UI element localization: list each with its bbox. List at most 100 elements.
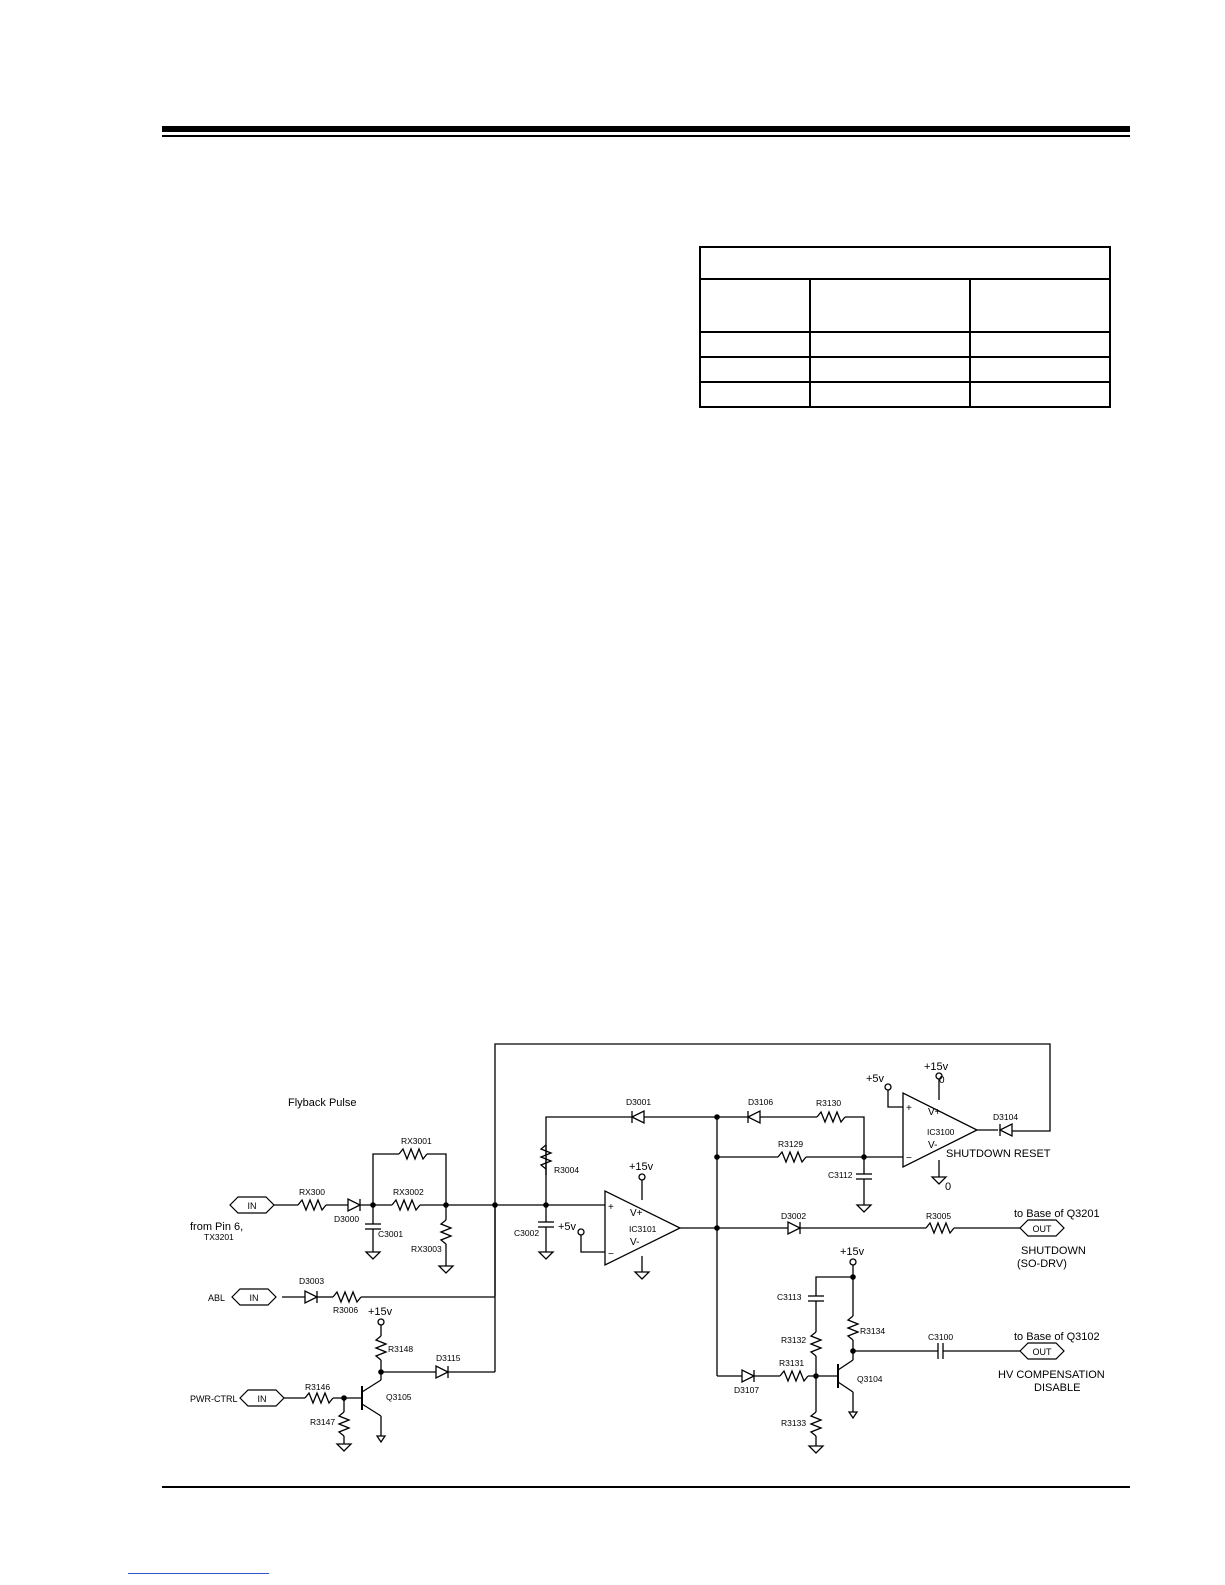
out-tag-label: OUT	[1033, 1224, 1053, 1234]
table-cell	[969, 381, 1111, 408]
in-tag-label: IN	[250, 1293, 259, 1303]
resistor-r3132	[809, 1331, 823, 1357]
diode-d3001	[630, 1109, 645, 1125]
diode-d3104	[998, 1122, 1013, 1138]
flyback-label: Flyback Pulse	[288, 1097, 356, 1109]
table-cell	[969, 278, 1111, 333]
diode-d3002	[787, 1220, 802, 1236]
ref-d3115: D3115	[436, 1353, 461, 1363]
ref-d3000: D3000	[334, 1214, 359, 1224]
ref-r3147: R3147	[310, 1417, 335, 1427]
opamp-vminus: V-	[928, 1140, 937, 1151]
resistor-r3147	[337, 1411, 351, 1437]
resistor-r3131	[779, 1369, 809, 1383]
diode-d3115	[435, 1364, 450, 1380]
opamp-vplus: V+	[630, 1208, 643, 1219]
tx3201-label: TX3201	[204, 1232, 234, 1242]
table-cell	[809, 381, 971, 408]
blank-table	[699, 246, 1111, 408]
header-rule-thin	[162, 135, 1130, 137]
ref-d3107: D3107	[734, 1385, 759, 1395]
ground-zero-label: 0	[945, 1181, 951, 1193]
out-tag-shutdown	[1019, 1219, 1065, 1237]
table-cell	[969, 356, 1111, 383]
ref-rx3002: RX3002	[393, 1187, 424, 1197]
ref-r3130: R3130	[816, 1098, 841, 1108]
to-base-q3102-label: to Base of Q3102	[1014, 1331, 1100, 1343]
ref-ic3101: IC3101	[629, 1224, 657, 1234]
ref-d3106: D3106	[748, 1097, 773, 1107]
diode-d3000	[347, 1197, 362, 1213]
plus15v-label: +15v	[629, 1161, 654, 1173]
table-cell	[699, 356, 811, 383]
in-tag-pwr-ctrl	[239, 1389, 285, 1407]
table-cell	[809, 356, 971, 383]
resistor-r3004	[539, 1144, 553, 1170]
from-pin-label: from Pin 6,	[190, 1221, 243, 1233]
opamp-minus: −	[608, 1249, 614, 1260]
abl-label: ABL	[208, 1293, 225, 1303]
in-tag-flyback	[229, 1196, 275, 1214]
junction-dots	[341, 1114, 867, 1401]
ref-r3132: R3132	[781, 1335, 806, 1345]
ref-r3006: R3006	[333, 1305, 358, 1315]
resistor-rx3002	[391, 1198, 421, 1212]
resistor-r3130	[816, 1110, 846, 1124]
ref-r3131: R3131	[779, 1358, 804, 1368]
resistor-r3134	[846, 1315, 860, 1341]
ref-ic3100: IC3100	[927, 1127, 955, 1137]
resistor-r3133	[809, 1411, 823, 1437]
table-cell	[699, 278, 811, 333]
hv-compensation-label: HV COMPENSATION	[998, 1369, 1105, 1381]
opamp-ic3100	[902, 1091, 979, 1169]
opamp-plus: +	[906, 1103, 912, 1114]
plus15v-label: +15v	[368, 1306, 393, 1318]
table-cell	[699, 381, 811, 408]
ref-d3002: D3002	[781, 1211, 806, 1221]
shutdown-label: SHUTDOWN	[1021, 1245, 1086, 1257]
ref-c3002: C3002	[514, 1228, 539, 1238]
ref-rx3003: RX3003	[411, 1244, 442, 1254]
table-header-cell	[699, 246, 1111, 280]
ref-q3104: Q3104	[857, 1374, 883, 1384]
resistor-r3006	[332, 1290, 362, 1304]
ref-r3004: R3004	[554, 1165, 579, 1175]
plus5v-label: +5v	[558, 1221, 577, 1233]
ref-r3146: R3146	[305, 1382, 330, 1392]
plus5v-label: +5v	[866, 1073, 885, 1085]
opamp-minus: −	[906, 1153, 912, 1164]
in-tag-abl	[231, 1288, 277, 1306]
resistor-rx3003	[439, 1219, 453, 1245]
ref-c3113: C3113	[777, 1292, 802, 1302]
table-cell	[809, 278, 971, 333]
diode-d3003	[304, 1289, 319, 1305]
plus15v-label: +15v	[924, 1061, 949, 1073]
resistor-r3129	[777, 1150, 807, 1164]
footer-link-underline[interactable]	[128, 1573, 269, 1574]
in-tag-label: IN	[258, 1394, 267, 1404]
ref-c3100: C3100	[928, 1332, 953, 1342]
ref-q3105: Q3105	[386, 1392, 412, 1402]
ref-rx3001: RX3001	[401, 1136, 432, 1146]
resistor-r3146	[304, 1391, 334, 1405]
ref-rx300: RX300	[299, 1187, 325, 1197]
table-cell	[699, 331, 811, 358]
table-cell	[809, 331, 971, 358]
ground-zero-label: 0	[939, 1075, 945, 1086]
ref-d3104: D3104	[993, 1112, 1018, 1122]
out-tag-hv	[1019, 1342, 1065, 1360]
footer-rule	[162, 1486, 1130, 1488]
opamp-ic3101	[604, 1189, 682, 1267]
resistor-r3148	[374, 1335, 388, 1361]
ref-r3005: R3005	[926, 1211, 951, 1221]
diode-d3106	[746, 1109, 761, 1125]
ref-r3148: R3148	[388, 1344, 413, 1354]
in-tag-label: IN	[248, 1201, 257, 1211]
ref-c3112: C3112	[828, 1170, 853, 1180]
ref-c3001: C3001	[378, 1229, 403, 1239]
so-drv-label: (SO-DRV)	[1017, 1258, 1067, 1270]
diode-d3107	[741, 1368, 756, 1384]
disable-label: DISABLE	[1034, 1382, 1080, 1394]
shutdown-reset-label: SHUTDOWN RESET	[946, 1148, 1051, 1160]
ref-r3134: R3134	[860, 1326, 885, 1336]
